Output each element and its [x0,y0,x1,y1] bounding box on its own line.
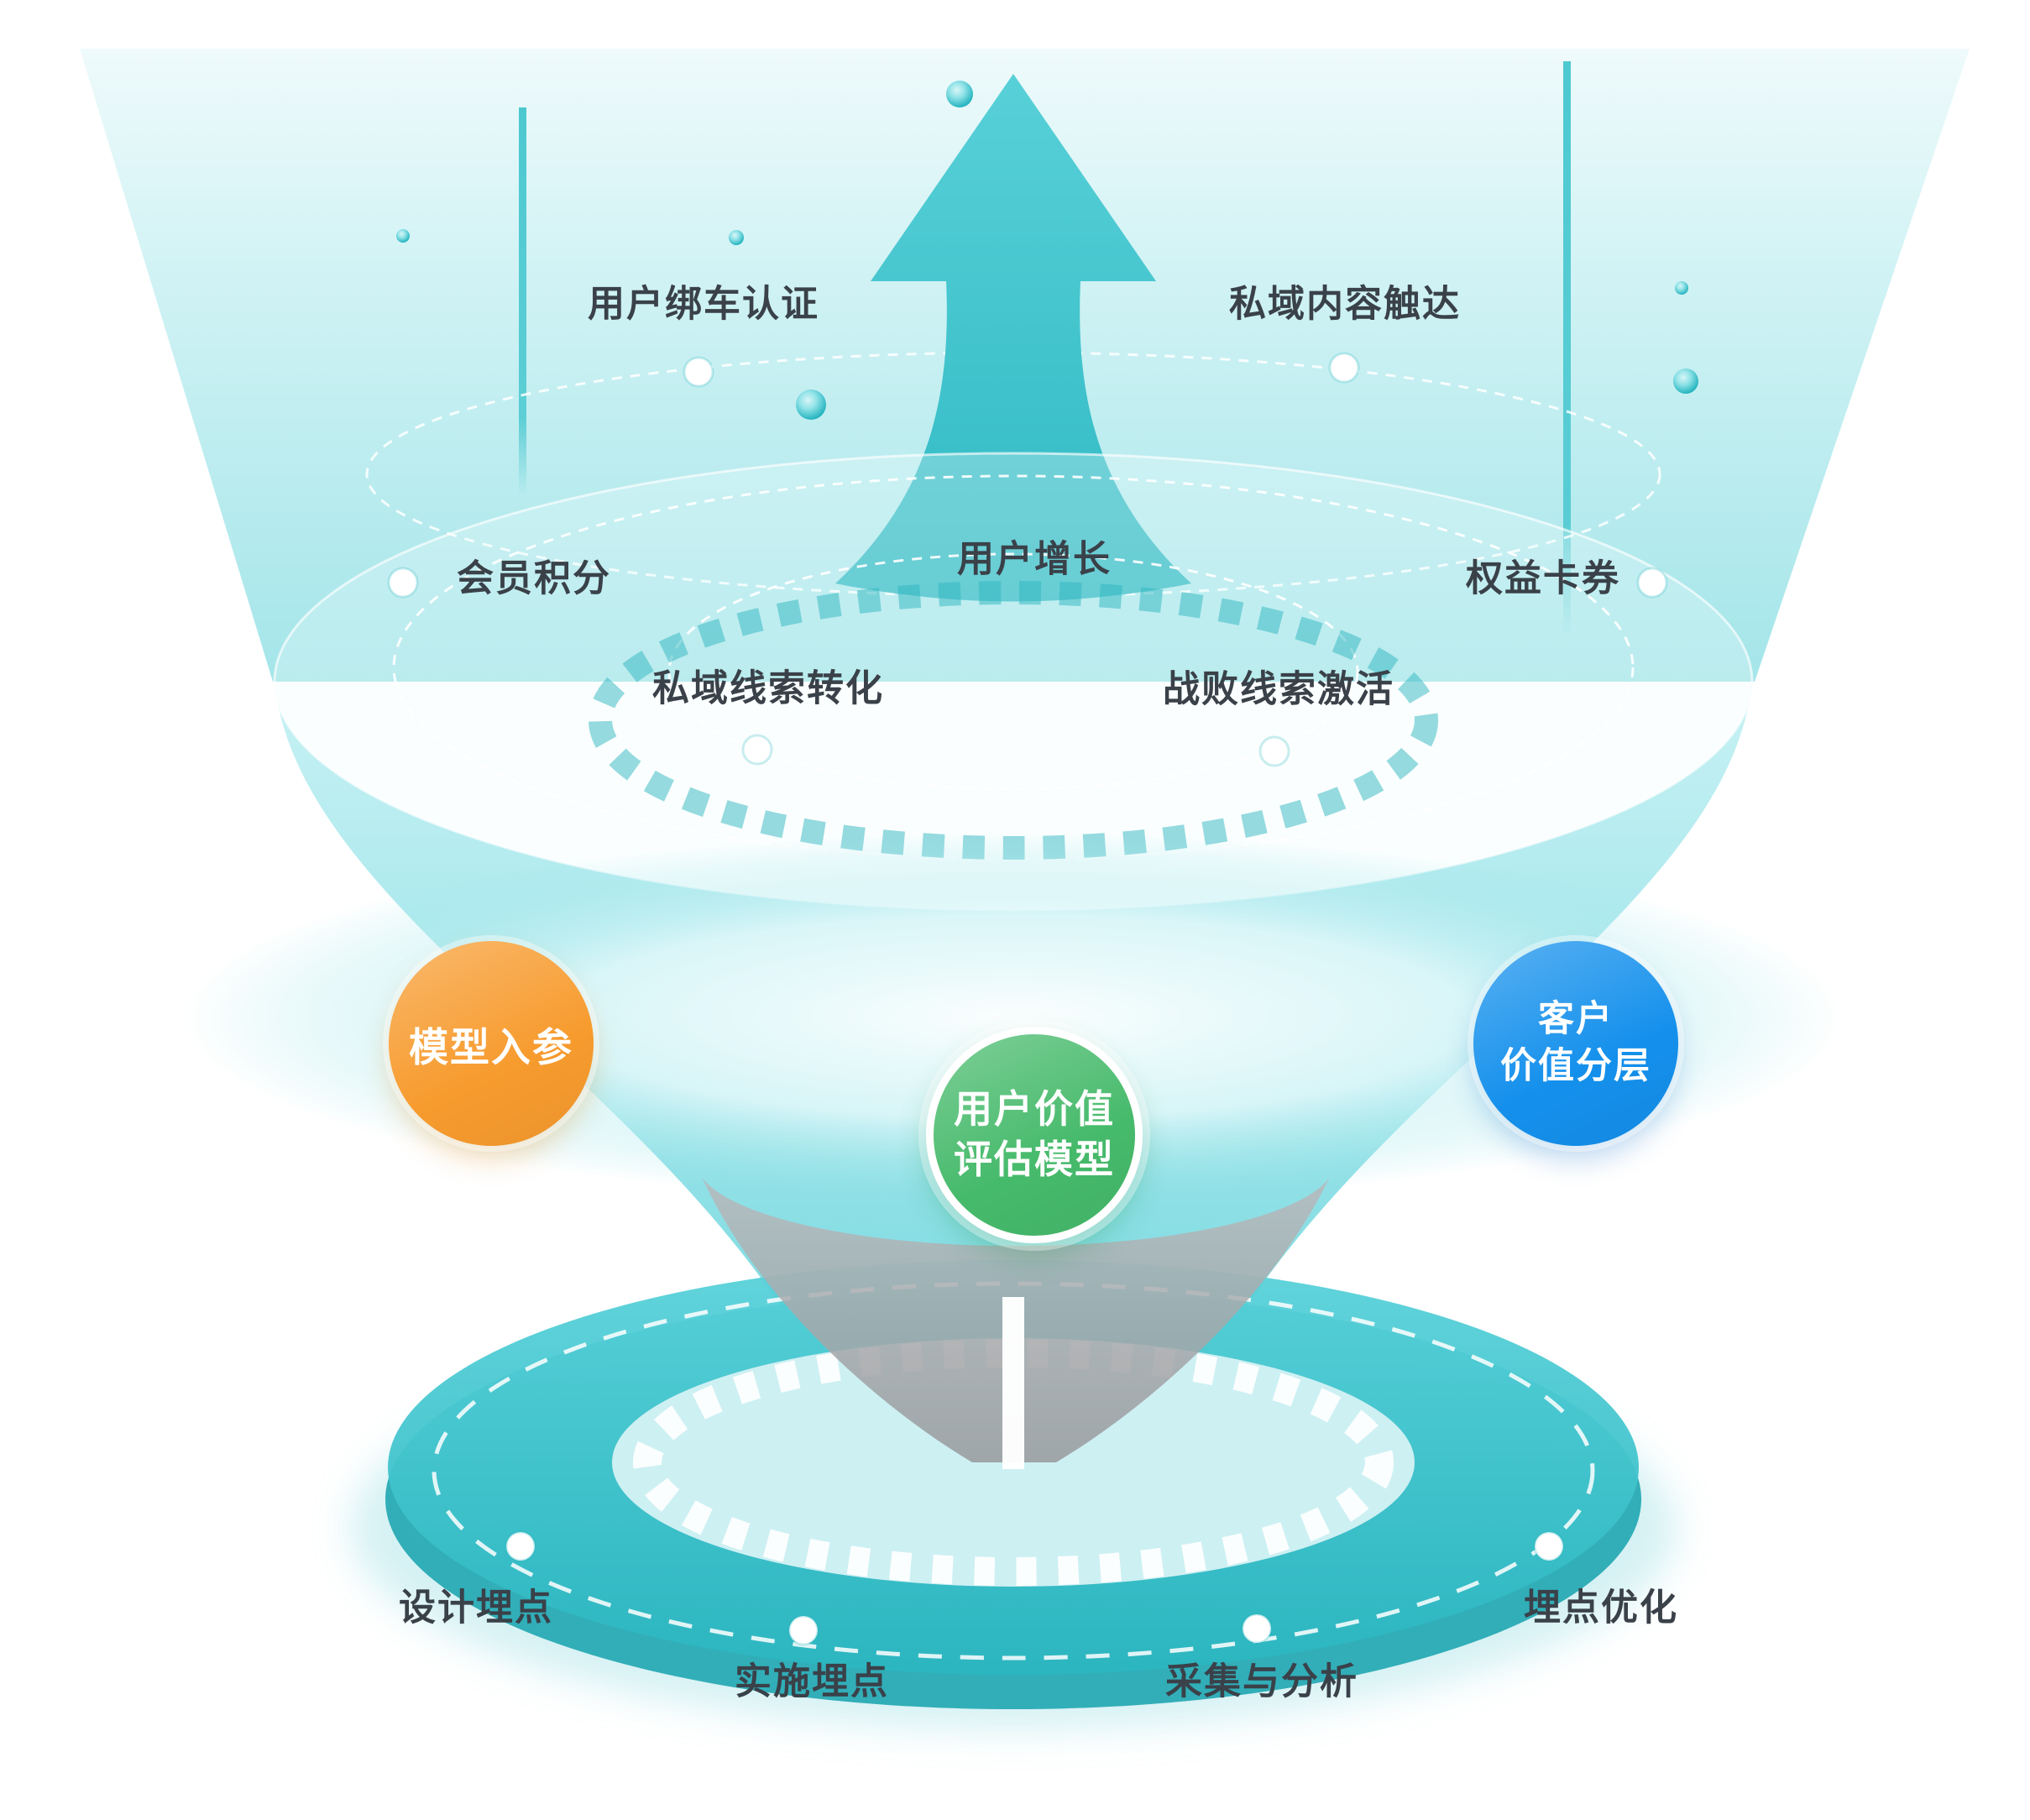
bubble-5 [1675,281,1688,295]
marker-dot-collect-analyze [1241,1613,1273,1645]
accent-line-left [519,107,526,495]
bubble-1 [946,81,973,107]
value-model-label-line2: 评估模型 [954,1138,1115,1181]
model-input-circle: 模型入参 [389,941,594,1146]
label-design-tracking: 设计埋点 [399,1587,553,1629]
marker-dots [387,352,1668,1646]
customer-value-label-line1: 客户 [1538,999,1614,1040]
marker-dot-user-binding [683,356,714,388]
marker-dot-tracking-optimize [1533,1530,1565,1562]
label-private-content: 私域内容触达 [1229,283,1461,325]
marker-dot-private-lead [741,734,773,766]
label-private-lead-conversion: 私域线索转化 [652,667,884,709]
marker-dot-benefit-cards [1636,567,1668,599]
customer-value-circle: 客户 价值分层 [1473,941,1678,1146]
label-user-growth: 用户增长 [957,538,1112,580]
label-benefit-cards: 权益卡券 [1466,557,1620,599]
label-tracking-optimize: 埋点优化 [1524,1587,1678,1629]
marker-dot-design-tracking [505,1530,536,1562]
label-implement-tracking: 实施埋点 [735,1660,889,1702]
marker-dot-private-content [1328,352,1360,384]
tick-ring-bottom [633,1339,1394,1586]
label-lost-lead-activation: 战败线索激活 [1163,668,1394,710]
base-ring [388,1260,1639,1675]
label-collect-analyze: 采集与分析 [1165,1660,1358,1702]
accent-line-right [1563,61,1571,639]
marker-dot-member-points [387,567,419,599]
label-user-binding: 用户绑车认证 [588,283,819,325]
marker-dot-lost-lead [1258,735,1290,767]
cone-divider [1002,1297,1024,1469]
middle-glow [184,833,1843,1202]
marker-dot-implement-tracking [787,1614,819,1646]
dashed-ellipse-mid-outer [392,474,1635,860]
value-model-label-line1: 用户价值 [954,1087,1115,1132]
value-model-circle: 用户价值 评估模型 [926,1027,1143,1243]
bubble-2 [729,230,744,245]
customer-value-label-line2: 价值分层 [1500,1046,1651,1086]
growth-arrow [835,74,1191,602]
bubble-3 [396,229,410,243]
label-member-points: 会员积分 [457,557,611,599]
bubble-4 [796,390,826,420]
dashed-ellipse-top [365,351,1661,598]
bubble-6 [1673,369,1698,394]
dashed-ellipse-mid-inner [667,552,1359,791]
dashed-ellipse-bottom [432,1281,1595,1660]
model-input-label: 模型入参 [409,1024,573,1070]
